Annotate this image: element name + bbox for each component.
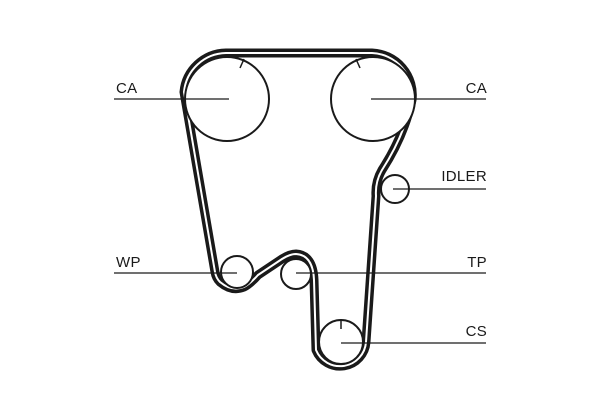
label-idler: IDLER — [441, 168, 487, 185]
label-water-pump: WP — [116, 254, 141, 271]
label-tensioner: TP — [467, 254, 487, 271]
leader-lines — [114, 98, 486, 344]
crankshaft-pulley — [318, 319, 364, 365]
tensioner-pulley — [280, 258, 312, 290]
label-camshaft-right: CA — [465, 80, 487, 97]
water-pump-pulley — [220, 255, 254, 289]
label-camshaft-left: CA — [116, 80, 138, 97]
label-crankshaft: CS — [465, 323, 487, 340]
